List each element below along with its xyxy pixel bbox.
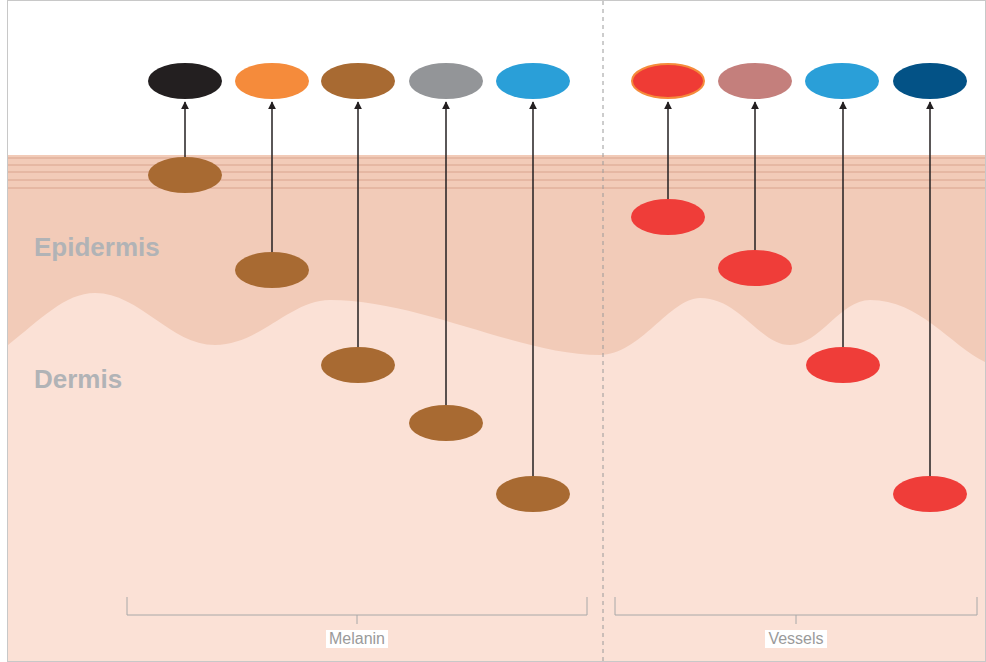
label-holder: Vessels [765, 630, 826, 648]
group-label: Vessels [765, 630, 826, 648]
epidermis-layer [8, 155, 985, 661]
layer-label: Epidermis [34, 232, 160, 263]
label-holder: Epidermis [34, 232, 160, 263]
layer-label: Dermis [34, 364, 122, 395]
apparent-colours [148, 63, 967, 99]
label-holder: Dermis [34, 364, 122, 395]
dermis-layer [8, 293, 985, 661]
frame [8, 1, 986, 662]
group-label: Melanin [326, 630, 388, 648]
vessels [631, 199, 967, 512]
melanin-deposits [148, 157, 570, 512]
depth-arrows [185, 102, 930, 476]
divider-line [603, 1, 604, 661]
label-holder: Melanin [326, 630, 388, 648]
group-brackets [127, 597, 977, 624]
